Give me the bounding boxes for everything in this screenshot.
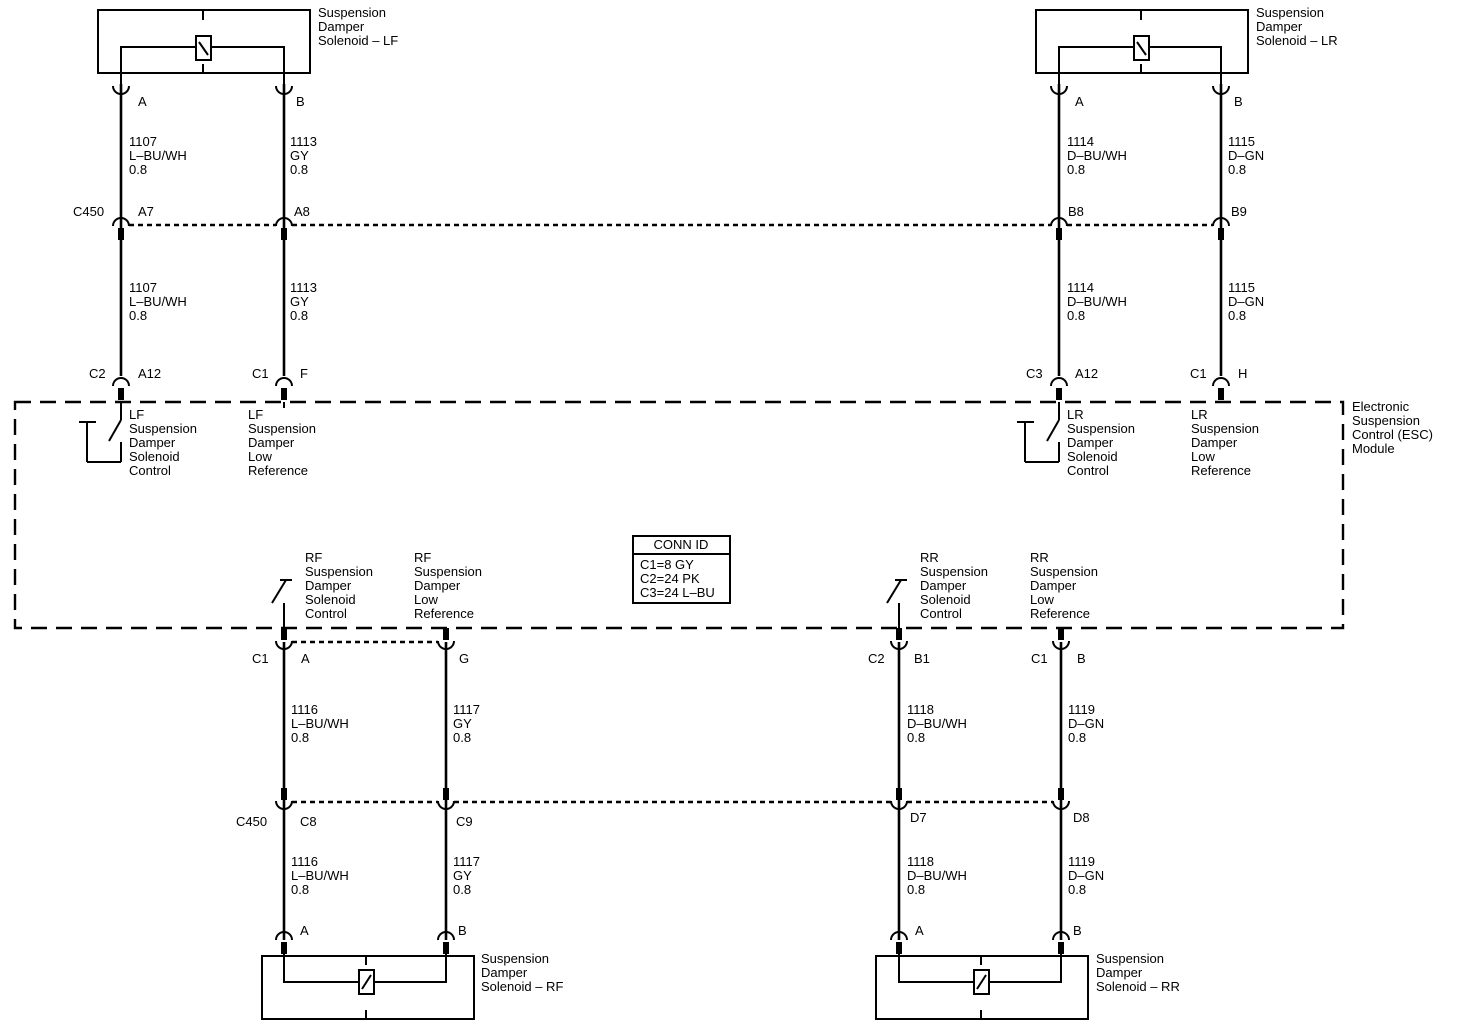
module-pin-label: F — [300, 366, 308, 381]
connector-name: C450 — [236, 814, 267, 829]
pin-label: A — [300, 923, 309, 938]
module-connector-label: C3 — [1026, 366, 1043, 381]
module-connector-label: C1 — [252, 366, 269, 381]
conn-id-row: C2=24 PK — [640, 571, 700, 586]
pin-label: A7 — [138, 204, 154, 219]
conn-id-table: CONN ID C1=8 GY C2=24 PK C3=24 L–BU — [632, 535, 731, 604]
rr-control-switch — [886, 579, 907, 628]
wires-bottom — [275, 628, 1070, 954]
pin-label: B — [1073, 923, 1082, 938]
pin-label: C8 — [300, 814, 317, 829]
pin-label: B — [296, 94, 305, 109]
module-pin-label: B — [1077, 651, 1086, 666]
pin-label: D7 — [910, 810, 927, 825]
module-connector-label: C1 — [1031, 651, 1048, 666]
pin-label: B9 — [1231, 204, 1247, 219]
conn-id-row: C1=8 GY — [640, 557, 694, 572]
module-top-pins: C2 A12 C1 F C3 A12 C1 H — [89, 366, 1247, 381]
pin-label: A — [915, 923, 924, 938]
pin-label: D8 — [1073, 810, 1090, 825]
module-pin-label: A12 — [138, 366, 161, 381]
module-connector-label: C2 — [868, 651, 885, 666]
lr-control-switch — [1017, 402, 1060, 463]
conn-id-title: CONN ID — [654, 537, 709, 552]
pin-label: B — [458, 923, 467, 938]
wires-top — [112, 84, 1230, 400]
module-connector-label: C1 — [252, 651, 269, 666]
module-pin-label: A12 — [1075, 366, 1098, 381]
c450-bottom-connector: C450 C8 C9 D7 D8 — [236, 810, 1090, 829]
module-connector-label: C2 — [89, 366, 106, 381]
pin-label: C9 — [456, 814, 473, 829]
esc-module-boundary — [13, 400, 1345, 630]
pin-label: A8 — [294, 204, 310, 219]
module-connector-label: C1 — [1190, 366, 1207, 381]
pin-label: A — [1075, 94, 1084, 109]
pin-label: B8 — [1068, 204, 1084, 219]
module-pin-label: H — [1238, 366, 1247, 381]
rf-control-switch — [271, 579, 292, 628]
module-pin-label: A — [301, 651, 310, 666]
lf-control-switch — [79, 402, 122, 463]
c450-top-connector: C450 A7 A8 B8 B9 — [73, 204, 1247, 219]
module-pin-label: B1 — [914, 651, 930, 666]
module-pin-label: G — [459, 651, 469, 666]
connector-name: C450 — [73, 204, 104, 219]
pin-label: A — [138, 94, 147, 109]
pin-label: B — [1234, 94, 1243, 109]
conn-id-row: C3=24 L–BU — [640, 585, 715, 600]
module-bottom-pins: C1 A G C2 B1 C1 B — [252, 651, 1086, 666]
